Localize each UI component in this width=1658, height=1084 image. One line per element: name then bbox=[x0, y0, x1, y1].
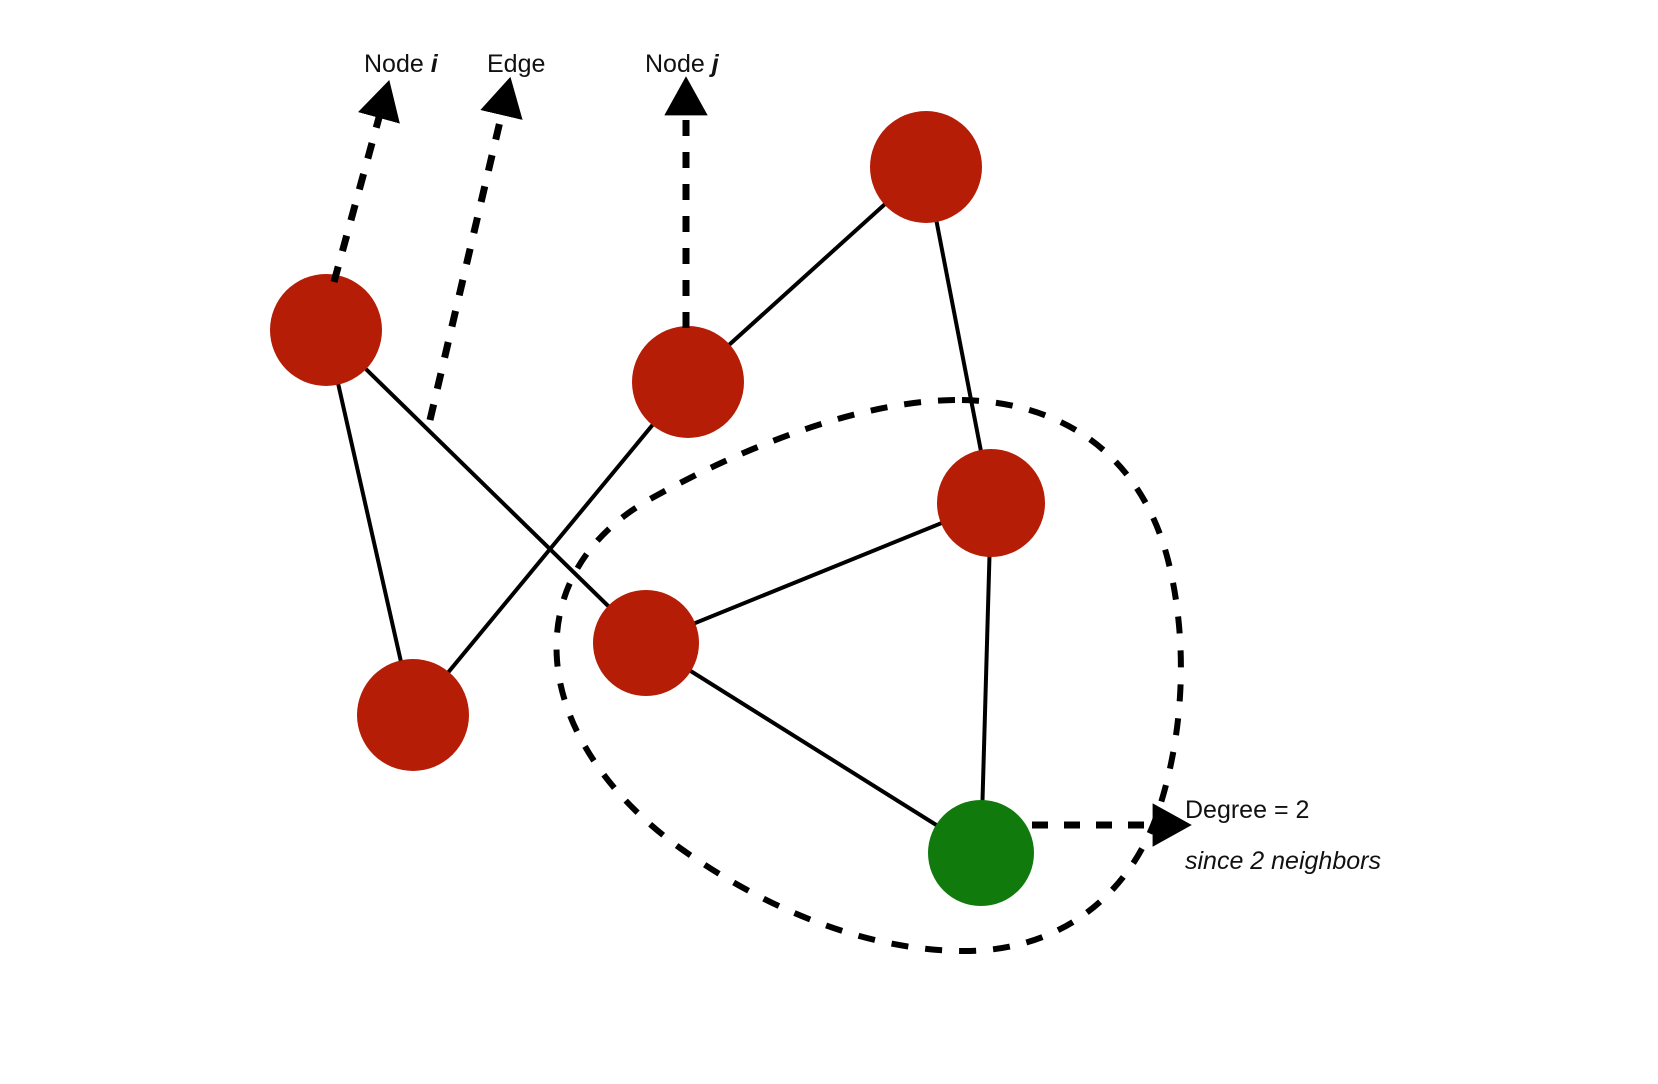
edge-n5-g bbox=[979, 502, 993, 854]
node-top-right[interactable] bbox=[870, 111, 982, 223]
node-j[interactable] bbox=[632, 326, 744, 438]
edge-n4-n5 bbox=[924, 166, 993, 504]
edge-i-n2 bbox=[324, 329, 415, 716]
node-highlighted-green[interactable] bbox=[928, 800, 1034, 906]
annotation-degree: Degree = 2 bbox=[1185, 796, 1310, 824]
annotation-node-j: Node j bbox=[645, 52, 719, 77]
edge-n2-j bbox=[411, 380, 690, 717]
neighborhood-outline bbox=[553, 396, 1184, 955]
annotation-pointers bbox=[330, 76, 1192, 847]
annotation-edge: Edge bbox=[487, 52, 545, 77]
node-i-pointer-line bbox=[330, 80, 400, 283]
node-center[interactable] bbox=[593, 590, 699, 696]
node-lower-left[interactable] bbox=[357, 659, 469, 771]
edge-n6-g bbox=[644, 641, 983, 855]
node-right-center[interactable] bbox=[937, 449, 1045, 557]
graph-nodes bbox=[270, 111, 1045, 906]
annotation-node-j-text: Node bbox=[645, 50, 712, 78]
annotation-node-i-emphasis: i bbox=[430, 50, 438, 78]
edge-pointer-line bbox=[426, 76, 523, 421]
annotation-degree-reason: since 2 neighbors bbox=[1185, 847, 1381, 875]
edge-i-n6 bbox=[324, 328, 648, 645]
annotation-edge-text: Edge bbox=[487, 50, 546, 78]
annotation-node-i-text: Node bbox=[364, 50, 431, 78]
node-i[interactable] bbox=[270, 274, 382, 386]
annotation-node-j-emphasis: j bbox=[711, 50, 719, 78]
edge-n5-n6 bbox=[645, 501, 992, 645]
annotation-node-i: Node i bbox=[364, 52, 438, 77]
